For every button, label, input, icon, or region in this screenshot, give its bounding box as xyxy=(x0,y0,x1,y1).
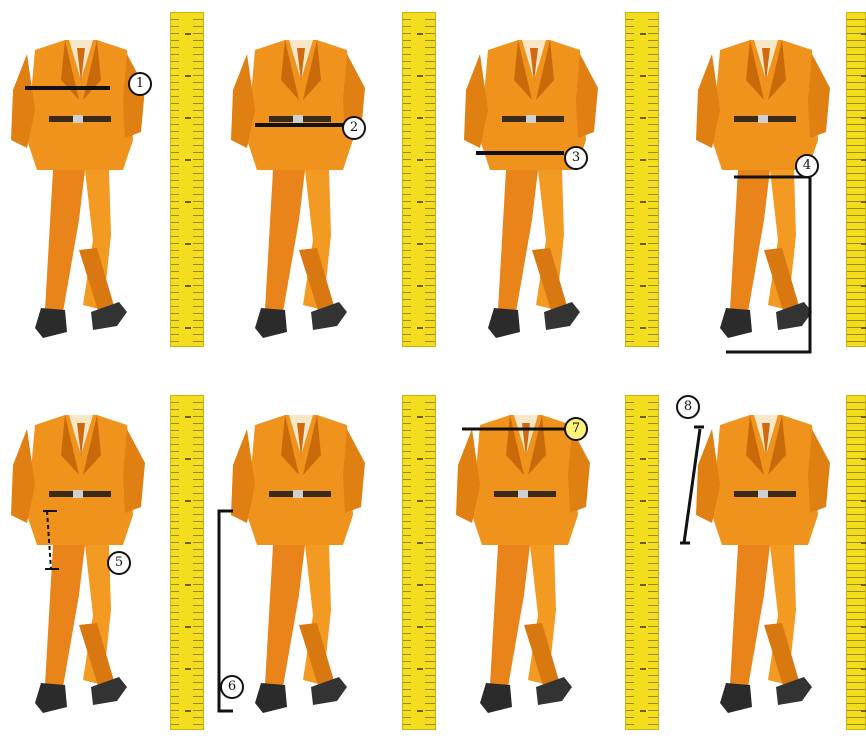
ruler-tick xyxy=(861,668,866,670)
ruler-tick xyxy=(417,285,423,287)
ruler xyxy=(846,12,866,347)
measure-line-shoulder xyxy=(450,395,620,740)
ruler-tick xyxy=(417,159,423,161)
ruler-tick xyxy=(640,201,646,203)
ruler-tick xyxy=(861,327,866,329)
ruler-tick xyxy=(640,416,646,418)
ruler-tick xyxy=(185,285,191,287)
ruler-tick xyxy=(640,285,646,287)
ruler-tick xyxy=(861,33,866,35)
ruler-tick xyxy=(861,626,866,628)
ruler-tick xyxy=(185,327,191,329)
ruler-tick xyxy=(417,33,423,35)
ruler-tick xyxy=(185,626,191,628)
figure-7: 7 xyxy=(450,395,620,740)
figure-4: 4 xyxy=(690,20,860,365)
ruler-tick xyxy=(417,75,423,77)
ruler-tick xyxy=(417,458,423,460)
ruler-tick xyxy=(640,584,646,586)
figure-8: 8 xyxy=(690,395,860,740)
ruler-tick xyxy=(185,668,191,670)
marker-5: 5 xyxy=(107,551,131,575)
measure-line-waist xyxy=(225,20,395,365)
ruler-tick xyxy=(861,416,866,418)
ruler xyxy=(625,395,659,730)
ruler-tick xyxy=(861,500,866,502)
ruler xyxy=(846,395,866,730)
ruler-tick xyxy=(185,542,191,544)
ruler-tick xyxy=(417,201,423,203)
ruler-tick xyxy=(185,243,191,245)
ruler-tick xyxy=(417,668,423,670)
marker-8: 8 xyxy=(676,395,700,419)
figure-2: 2 xyxy=(225,20,395,365)
measure-line-inseam xyxy=(690,20,860,365)
ruler-tick xyxy=(640,626,646,628)
marker-6: 6 xyxy=(220,675,244,699)
ruler-tick xyxy=(185,159,191,161)
ruler-tick xyxy=(861,542,866,544)
ruler-tick xyxy=(640,668,646,670)
ruler-tick xyxy=(861,710,866,712)
ruler-tick xyxy=(185,458,191,460)
ruler-tick xyxy=(417,117,423,119)
ruler-tick xyxy=(417,500,423,502)
ruler xyxy=(402,395,436,730)
marker-3: 3 xyxy=(564,146,588,170)
ruler-tick xyxy=(417,327,423,329)
figure-1: 1 xyxy=(5,20,175,365)
ruler-tick xyxy=(640,159,646,161)
measure-line-sleeve xyxy=(690,395,860,740)
ruler-tick xyxy=(640,243,646,245)
ruler-tick xyxy=(640,458,646,460)
ruler-tick xyxy=(417,584,423,586)
ruler-tick xyxy=(861,584,866,586)
ruler-tick xyxy=(185,416,191,418)
ruler-tick xyxy=(417,710,423,712)
ruler-tick xyxy=(640,117,646,119)
ruler-tick xyxy=(861,243,866,245)
ruler-tick xyxy=(640,542,646,544)
ruler xyxy=(170,395,204,730)
marker-1: 1 xyxy=(128,72,152,96)
measure-line-chest xyxy=(5,20,175,365)
measure-line-hip xyxy=(458,20,628,365)
ruler-tick xyxy=(185,33,191,35)
ruler-tick xyxy=(640,710,646,712)
figure-5: 5 xyxy=(5,395,175,740)
ruler-tick xyxy=(861,285,866,287)
figure-6: 6 xyxy=(225,395,395,740)
ruler-tick xyxy=(185,117,191,119)
ruler-tick xyxy=(861,117,866,119)
measure-line-rise xyxy=(5,395,175,740)
ruler-tick xyxy=(417,542,423,544)
ruler xyxy=(170,12,204,347)
ruler-tick xyxy=(185,75,191,77)
ruler-tick xyxy=(185,710,191,712)
ruler-tick xyxy=(861,201,866,203)
ruler-tick xyxy=(185,584,191,586)
ruler-tick xyxy=(417,243,423,245)
ruler-tick xyxy=(417,416,423,418)
ruler-tick xyxy=(861,458,866,460)
ruler xyxy=(402,12,436,347)
ruler-tick xyxy=(417,626,423,628)
ruler xyxy=(625,12,659,347)
ruler-tick xyxy=(185,201,191,203)
ruler-tick xyxy=(861,75,866,77)
measure-line-outseam xyxy=(225,395,395,740)
figure-3: 3 xyxy=(458,20,628,365)
marker-2: 2 xyxy=(342,116,366,140)
ruler-tick xyxy=(861,159,866,161)
ruler-tick xyxy=(185,500,191,502)
marker-7: 7 xyxy=(564,417,588,441)
marker-4: 4 xyxy=(795,154,819,178)
ruler-tick xyxy=(640,75,646,77)
ruler-tick xyxy=(640,33,646,35)
ruler-tick xyxy=(640,327,646,329)
ruler-tick xyxy=(640,500,646,502)
